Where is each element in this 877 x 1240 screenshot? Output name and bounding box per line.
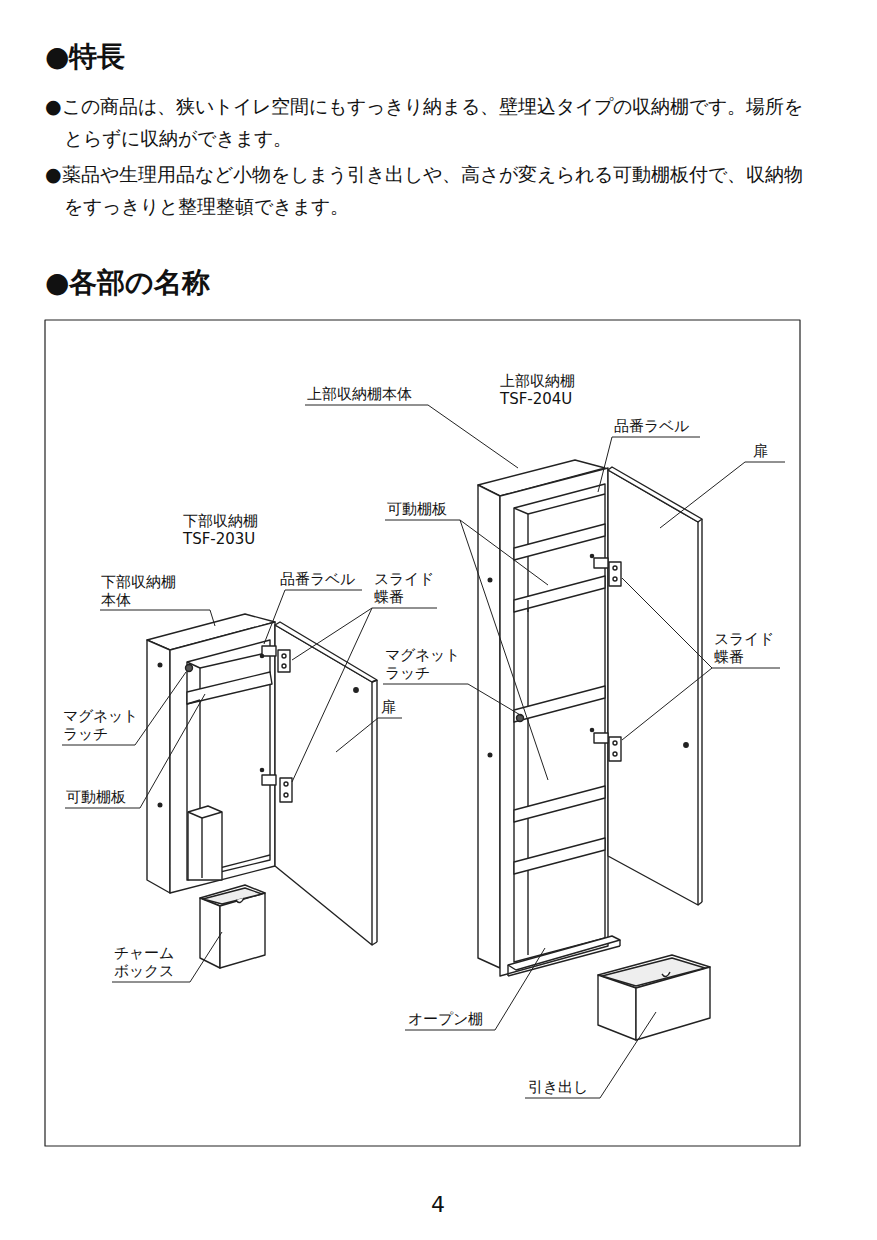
part-name: 可動棚板 [387,500,447,518]
part-name: 可動棚板 [66,788,126,806]
section-heading: ●特長 [45,40,125,74]
part-name: 扉 [381,698,396,716]
section-heading: ●各部の名称 [45,266,210,300]
part-name: 品番ラベル [614,417,689,435]
part-name: 扉 [753,442,768,460]
part-name: 品番ラベル [280,570,355,588]
leader-lines [62,405,785,1098]
upper-cabinet [478,460,702,976]
figure-frame [45,320,800,1146]
part-name: 下部収納棚 本体 [101,573,181,609]
part-name: スライド 蝶番 [374,570,440,606]
part-name: マグネット ラッチ [385,646,467,682]
part-name: スライド 蝶番 [714,630,780,666]
charm-box [200,885,265,968]
part-name: 上部収納棚本体 [307,385,412,403]
part-name: チャーム ボックス [114,944,190,980]
part-name: 引き出し [528,1078,588,1096]
model-name: 上部収納棚 TSF-204U [500,372,592,408]
feature-text: ●この商品は、狭いトイレ空間にもすっきり納まる、壁埋込タイプの収納棚です。場所を… [45,90,815,155]
part-name: マグネット ラッチ [63,707,145,743]
model-name: 下部収納棚 TSF-203U [183,512,275,548]
drawer [598,955,710,1040]
part-name: オープン棚 [408,1010,483,1028]
feature-text: ●薬品や生理用品など小物をしまう引き出しや、高さが変えられる可動棚板付で、収納物… [45,158,815,223]
page-number: 4 [431,1192,445,1218]
